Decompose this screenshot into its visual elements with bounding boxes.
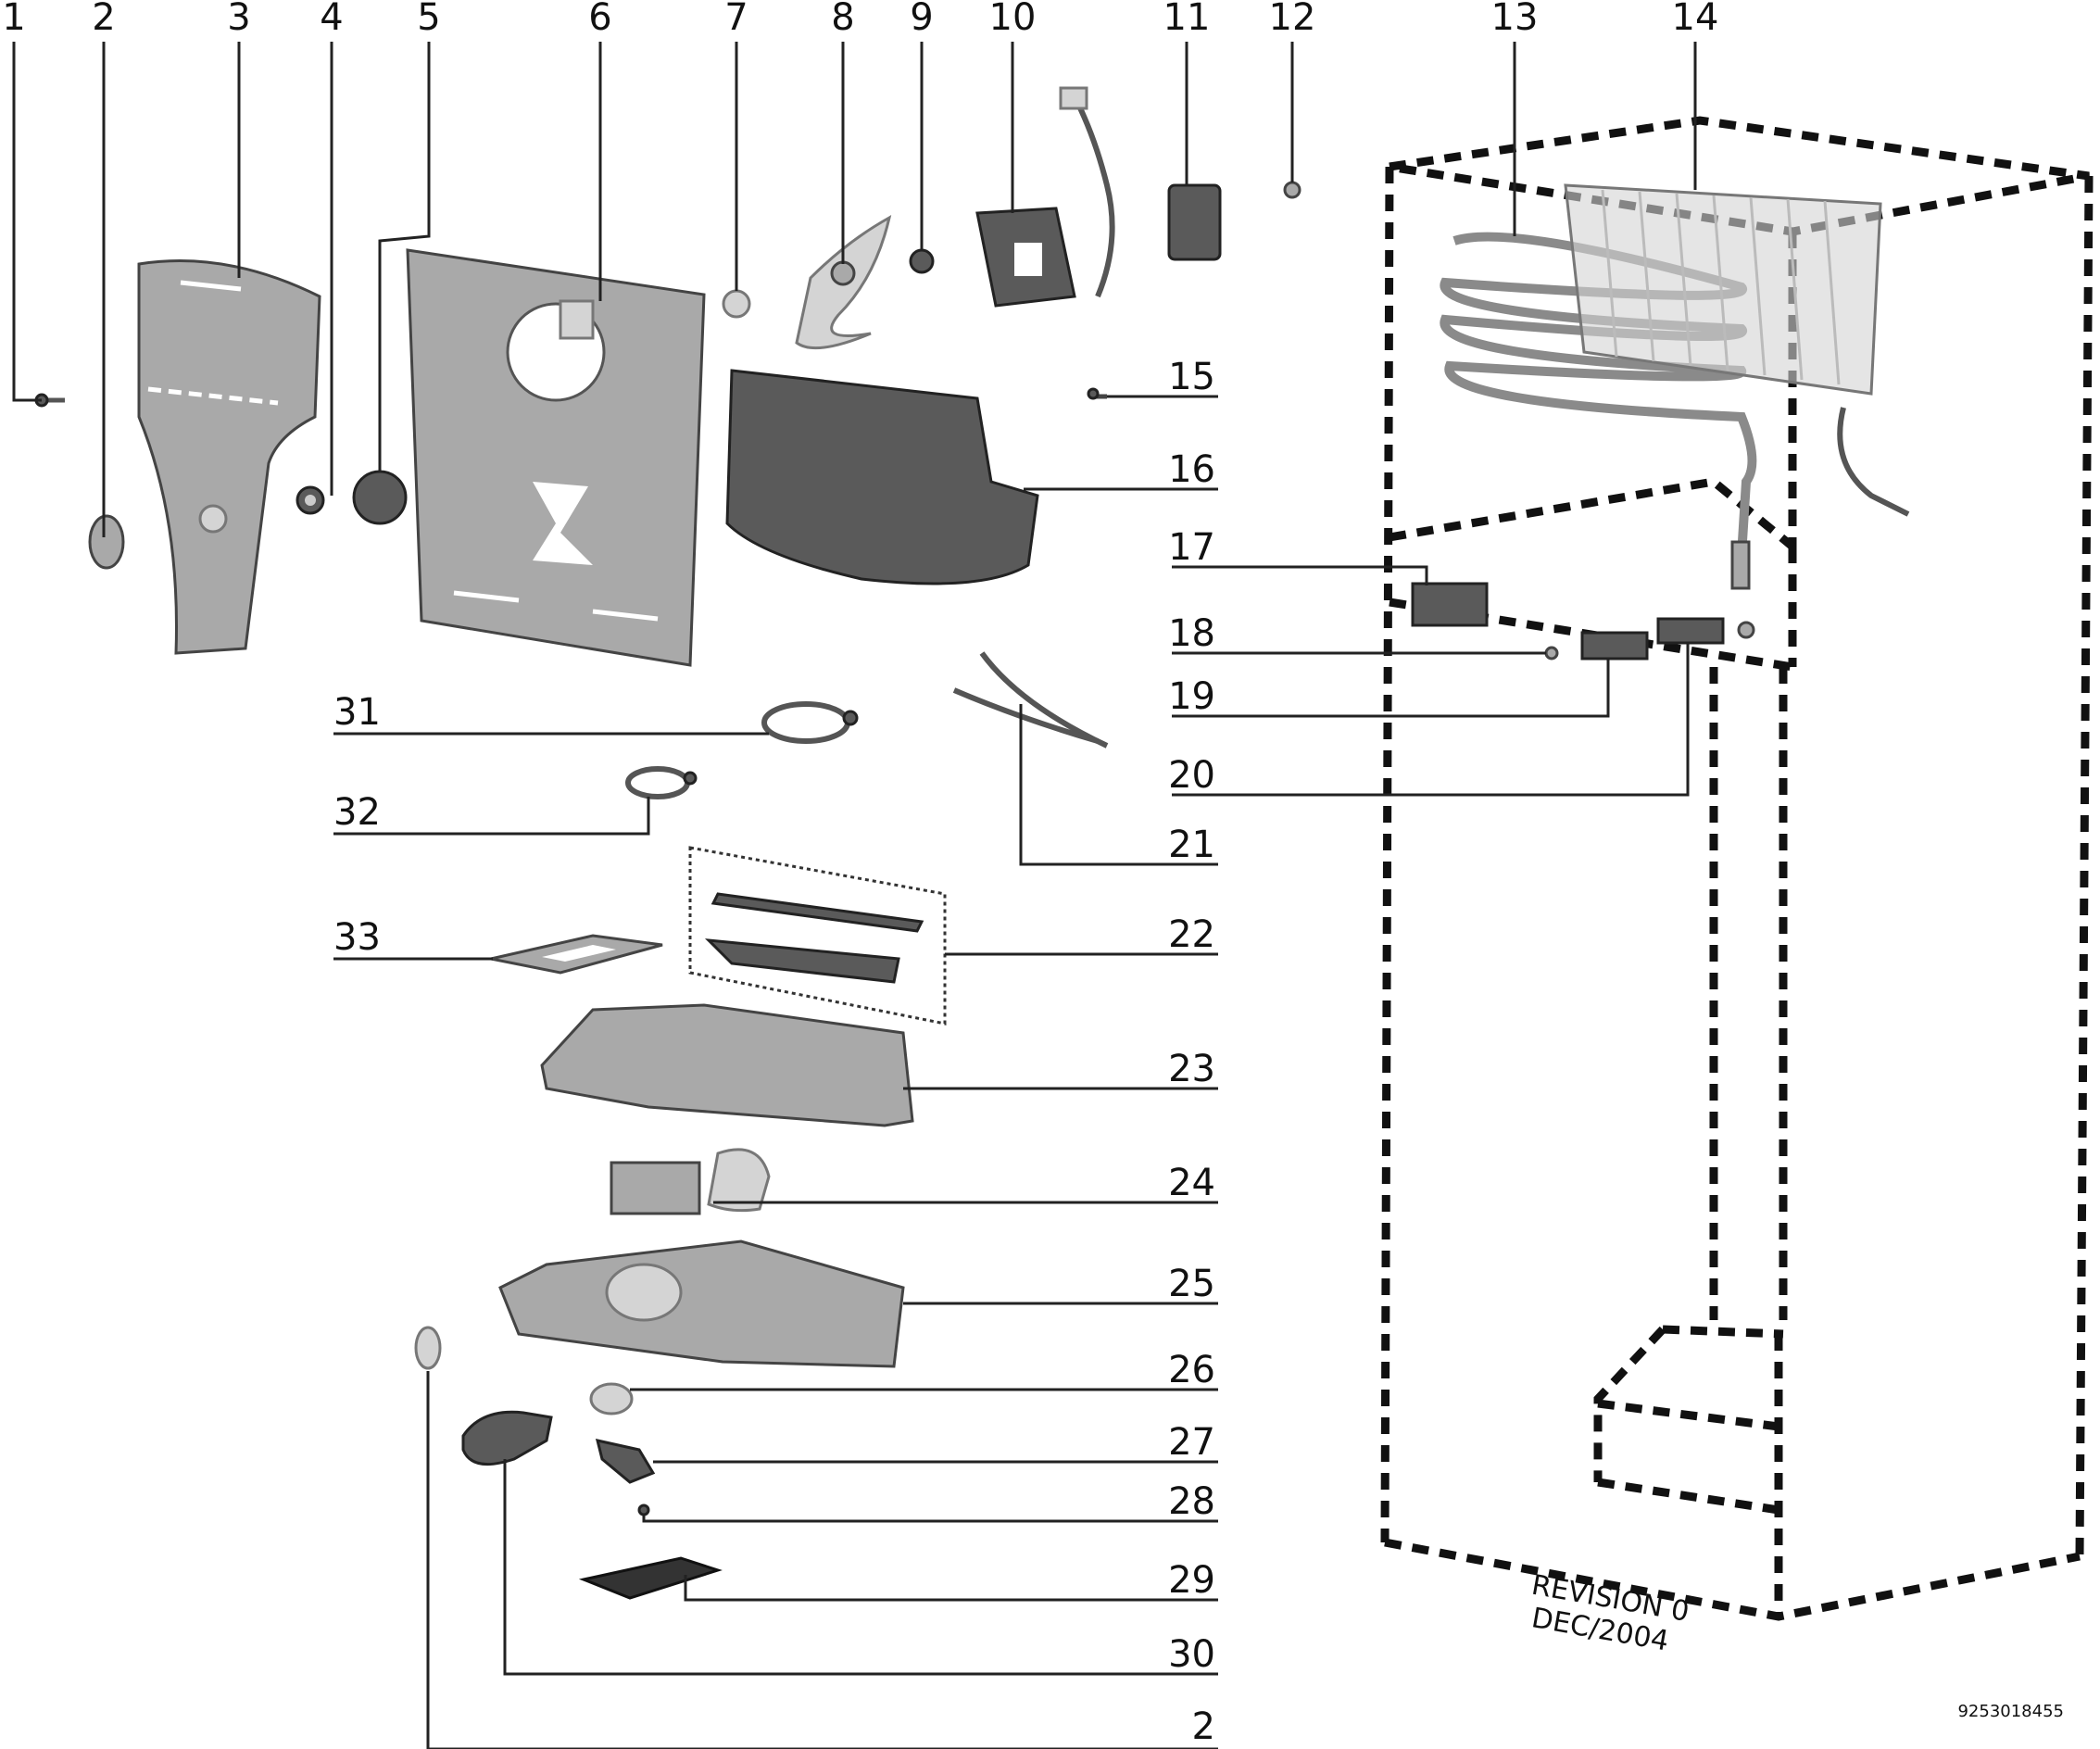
revision-note: REVISION 0 DEC/2004: [1529, 1569, 1691, 1658]
part-20-module: [1656, 617, 1755, 645]
part-31-wire-loop: [761, 701, 859, 744]
callout-2: 2: [92, 0, 115, 39]
part-21-wire-harness: [952, 651, 1109, 749]
callout-17: 17: [1168, 526, 1215, 569]
callouts-right: 15 16 17 18 19 20 21 22 23 24 25 26 27 2…: [1168, 356, 1215, 1748]
part-32-wire-loop: [625, 766, 698, 799]
part-14-evaporator: [1564, 183, 1910, 517]
callout-25: 25: [1168, 1263, 1215, 1305]
callout-13: 13: [1491, 0, 1539, 39]
callout-14: 14: [1672, 0, 1719, 39]
callout-20: 20: [1168, 754, 1215, 797]
part-19-module: [1580, 631, 1649, 661]
callout-10: 10: [989, 0, 1037, 39]
part-16-housing: [725, 369, 1039, 585]
callout-26: 26: [1168, 1349, 1215, 1391]
part-30-lamp: [461, 1410, 553, 1466]
callout-11: 11: [1163, 0, 1211, 39]
part-24-thermostat: [610, 1148, 771, 1215]
part-18-screw: [1544, 646, 1559, 661]
callout-7: 7: [724, 0, 748, 39]
callout-28: 28: [1168, 1480, 1215, 1523]
callout-16: 16: [1168, 448, 1215, 491]
callout-30: 30: [1168, 1633, 1215, 1676]
part-9-washer: [909, 248, 935, 274]
callout-23: 23: [1168, 1048, 1215, 1090]
callout-27: 27: [1168, 1421, 1215, 1464]
leader-lines: [12, 42, 1697, 1749]
part-23-tray: [540, 1003, 914, 1127]
part-11-relay: [1167, 183, 1222, 261]
part-2-lower-knob: [414, 1326, 442, 1370]
part-12-clip: [1283, 181, 1301, 199]
callout-2-lower: 2: [1192, 1705, 1215, 1748]
part-2-knob: [88, 514, 125, 570]
callout-22: 22: [1168, 913, 1215, 956]
part-3-duct-cover: [137, 259, 321, 655]
callouts-top: 1 2 3 4 5 6 7 8 9 10 11 12 13 14: [2, 0, 1718, 39]
part-27-bracket: [595, 1439, 656, 1484]
callout-4: 4: [320, 0, 343, 39]
callout-9: 9: [910, 0, 933, 39]
callout-3: 3: [227, 0, 250, 39]
callout-8: 8: [831, 0, 854, 39]
cabinet-outline: [1380, 116, 2094, 1621]
part-29-cover-plate: [578, 1556, 723, 1600]
part-15-screw: [1087, 387, 1107, 400]
part-10-fan-motor: [975, 86, 1115, 308]
part-28-screw: [637, 1504, 650, 1516]
callout-31: 31: [333, 691, 381, 734]
part-8-fan-blade: [795, 215, 892, 350]
part-17-control-board: [1411, 582, 1489, 627]
callouts-left: 31 32 33: [333, 691, 381, 959]
callout-19: 19: [1168, 675, 1215, 718]
callout-29: 29: [1168, 1559, 1215, 1602]
part-22-seal-kit: [688, 846, 947, 1025]
callout-24: 24: [1168, 1162, 1215, 1204]
part-4-grommet: [296, 485, 325, 515]
callout-1: 1: [2, 0, 25, 39]
part-1-screw: [34, 393, 65, 408]
part-5-damper: [352, 470, 408, 525]
callout-18: 18: [1168, 612, 1215, 655]
callout-12: 12: [1269, 0, 1316, 39]
document-number: 9253018455: [1957, 1702, 2064, 1721]
part-33-gasket-frame: [490, 934, 663, 975]
callout-5: 5: [417, 0, 440, 39]
callout-21: 21: [1168, 824, 1215, 866]
part-6-evaporator-cover: [406, 248, 706, 667]
part-7-lamp-bulb: [722, 289, 751, 319]
part-26-lamp-socket: [589, 1382, 634, 1416]
callout-33: 33: [333, 916, 381, 959]
part-25-control-housing: [498, 1239, 905, 1368]
callout-32: 32: [333, 791, 381, 834]
callout-6: 6: [588, 0, 611, 39]
callout-15: 15: [1168, 356, 1215, 398]
